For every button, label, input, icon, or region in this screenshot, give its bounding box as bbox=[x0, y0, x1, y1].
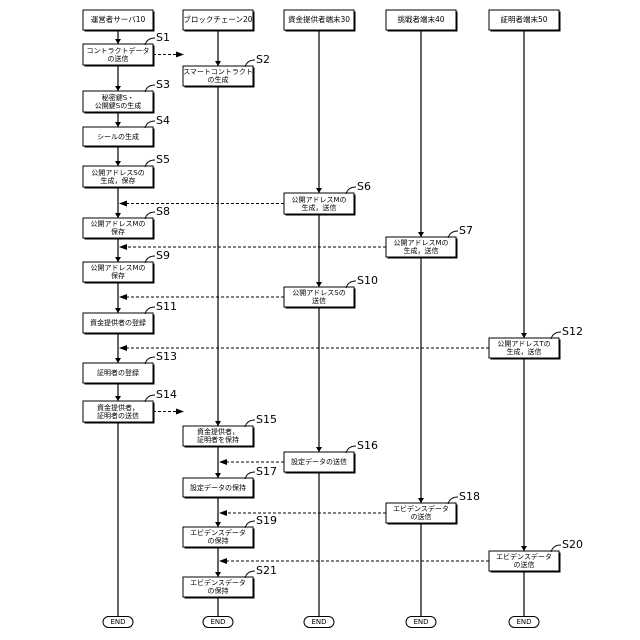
flow-arrowhead bbox=[215, 522, 221, 527]
step-box-S17 bbox=[183, 478, 253, 497]
flow-arrowhead bbox=[521, 546, 527, 551]
flow-arrowhead bbox=[115, 257, 121, 262]
step-box-S21 bbox=[183, 577, 253, 597]
step-box-S11 bbox=[83, 313, 153, 333]
step-box-S4 bbox=[83, 127, 153, 146]
lane-header-L1 bbox=[83, 10, 153, 30]
flow-arrowhead bbox=[521, 333, 527, 338]
end-terminal bbox=[304, 617, 334, 628]
step-box-S6 bbox=[284, 193, 354, 214]
flow-arrowhead bbox=[418, 498, 424, 503]
step-box-S7 bbox=[386, 237, 456, 257]
flow-arrowhead bbox=[115, 39, 121, 44]
flow-arrowhead bbox=[215, 421, 221, 426]
flow-arrowhead bbox=[115, 122, 121, 127]
flow-arrowhead bbox=[316, 282, 322, 287]
step-box-S2 bbox=[183, 66, 253, 86]
step-box-S16 bbox=[284, 452, 354, 472]
step-box-S1 bbox=[83, 44, 153, 65]
step-box-S12 bbox=[489, 338, 559, 358]
step-box-S10 bbox=[284, 287, 354, 307]
end-terminal bbox=[406, 617, 436, 628]
end-terminal bbox=[203, 617, 233, 628]
lane-header-L5 bbox=[489, 10, 559, 30]
flow-arrowhead bbox=[115, 161, 121, 166]
lane-header-L4 bbox=[386, 10, 456, 30]
flow-arrowhead bbox=[418, 232, 424, 237]
flow-arrowhead bbox=[115, 358, 121, 363]
flow-arrowhead bbox=[316, 188, 322, 193]
lane-header-L2 bbox=[183, 10, 253, 30]
step-box-S20 bbox=[489, 551, 559, 571]
step-box-S5 bbox=[83, 166, 153, 187]
flow-arrowhead bbox=[115, 86, 121, 91]
flow-arrowhead bbox=[115, 308, 121, 313]
lane-header-L3 bbox=[284, 10, 354, 30]
flow-arrowhead bbox=[215, 61, 221, 66]
step-box-S15 bbox=[183, 426, 253, 446]
step-box-S3 bbox=[83, 91, 153, 112]
step-box-S8 bbox=[83, 218, 153, 238]
step-box-S18 bbox=[386, 503, 456, 523]
flow-arrowhead bbox=[115, 396, 121, 401]
end-terminal bbox=[509, 617, 539, 628]
flow-arrowhead bbox=[316, 447, 322, 452]
flow-arrowhead bbox=[215, 473, 221, 478]
step-box-S14 bbox=[83, 401, 153, 422]
flow-arrowhead bbox=[215, 572, 221, 577]
flow-arrowhead bbox=[115, 213, 121, 218]
step-box-S13 bbox=[83, 363, 153, 383]
step-box-S9 bbox=[83, 262, 153, 282]
end-terminal bbox=[103, 617, 133, 628]
step-box-S19 bbox=[183, 527, 253, 547]
